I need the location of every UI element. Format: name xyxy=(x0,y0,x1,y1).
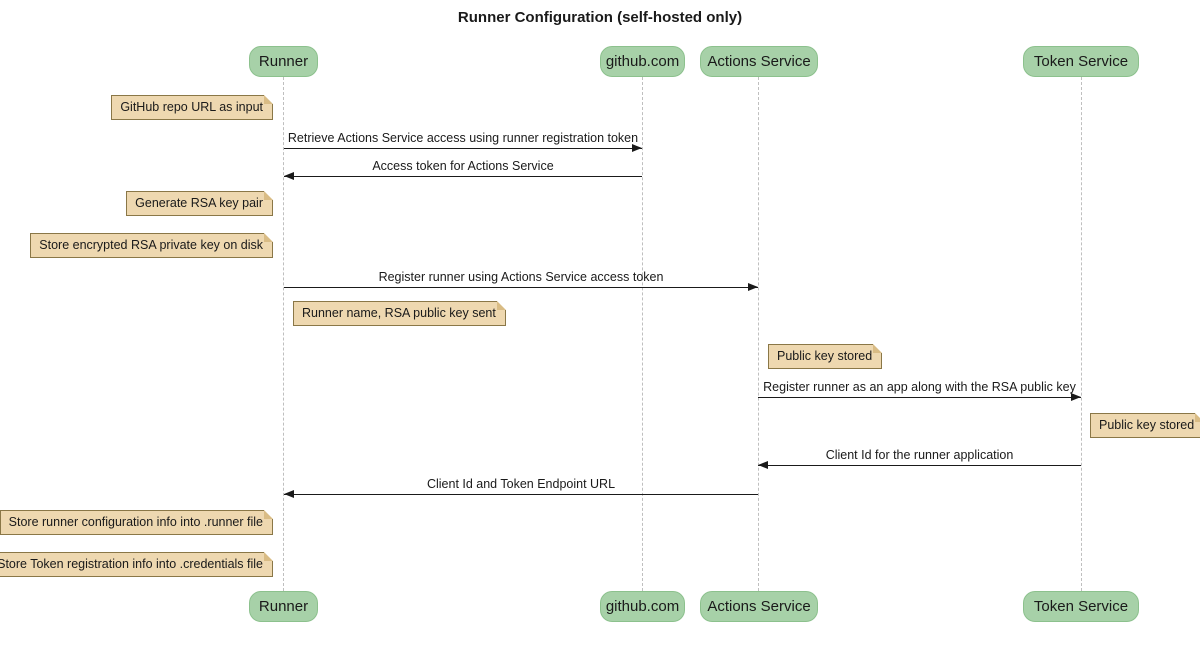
note-label: Runner name, RSA public key sent xyxy=(302,306,496,320)
lifeline-runner xyxy=(283,77,284,591)
note-label: Store encrypted RSA private key on disk xyxy=(39,238,263,252)
note-store-runner-config: Store runner configuration info into .ru… xyxy=(0,510,274,535)
message-line xyxy=(758,393,1081,401)
message-label: Client Id and Token Endpoint URL xyxy=(426,477,616,491)
participant-label: Actions Service xyxy=(707,598,811,615)
participant-label: Runner xyxy=(258,598,309,615)
arrowhead-left-icon xyxy=(284,490,294,498)
diagram-title: Runner Configuration (self-hosted only) xyxy=(457,9,743,26)
message-line xyxy=(284,283,758,291)
arrowhead-right-icon xyxy=(632,144,642,152)
message-register-runner: Register runner using Actions Service ac… xyxy=(284,270,758,291)
participant-github-bottom: github.com xyxy=(600,591,685,622)
lifeline-token-service xyxy=(1081,77,1082,591)
participant-runner-bottom: Runner xyxy=(249,591,318,622)
note-label: Store runner configuration info into .ru… xyxy=(8,515,263,529)
message-line xyxy=(284,490,758,498)
participant-token-service-bottom: Token Service xyxy=(1023,591,1139,622)
participant-runner-top: Runner xyxy=(249,46,318,77)
note-label: Generate RSA key pair xyxy=(135,196,263,210)
message-label: Register runner as an app along with the… xyxy=(763,380,1076,394)
message-label: Retrieve Actions Service access using ru… xyxy=(287,131,639,145)
participant-github-top: github.com xyxy=(600,46,685,77)
note-github-repo-url: GitHub repo URL as input xyxy=(111,95,273,120)
note-public-key-stored-actions: Public key stored xyxy=(768,344,883,369)
participant-label: Actions Service xyxy=(707,53,811,70)
message-access-token-response: Access token for Actions Service xyxy=(284,159,642,180)
note-generate-rsa-key-pair: Generate RSA key pair xyxy=(126,191,273,216)
message-label: Access token for Actions Service xyxy=(372,159,554,173)
note-label: Public key stored xyxy=(777,349,873,363)
arrowhead-right-icon xyxy=(748,283,758,291)
message-line xyxy=(758,461,1081,469)
note-store-encrypted-rsa-key: Store encrypted RSA private key on disk xyxy=(30,233,273,258)
note-store-token-registration: Store Token registration info into .cred… xyxy=(0,552,273,577)
message-client-id-endpoint: Client Id and Token Endpoint URL xyxy=(284,477,758,498)
message-line xyxy=(284,144,642,152)
note-label: GitHub repo URL as input xyxy=(120,100,263,114)
participant-label: Token Service xyxy=(1033,598,1129,615)
message-register-runner-app: Register runner as an app along with the… xyxy=(758,380,1081,401)
lifeline-actions-service xyxy=(758,77,759,591)
message-label: Register runner using Actions Service ac… xyxy=(378,270,664,284)
message-client-id-response: Client Id for the runner application xyxy=(758,448,1081,469)
note-label: Store Token registration info into .cred… xyxy=(0,557,263,571)
lifeline-github xyxy=(642,77,643,591)
arrowhead-right-icon xyxy=(1071,393,1081,401)
participant-label: Runner xyxy=(258,53,309,70)
message-retrieve-actions-access: Retrieve Actions Service access using ru… xyxy=(284,131,642,152)
note-label: Public key stored xyxy=(1099,418,1195,432)
arrowhead-left-icon xyxy=(758,461,768,469)
participant-actions-service-bottom: Actions Service xyxy=(700,591,818,622)
note-public-key-stored-token: Public key stored xyxy=(1090,413,1200,438)
participant-label: github.com xyxy=(605,53,680,70)
arrowhead-left-icon xyxy=(284,172,294,180)
participant-label: github.com xyxy=(605,598,680,615)
participant-label: Token Service xyxy=(1033,53,1129,70)
participant-actions-service-top: Actions Service xyxy=(700,46,818,77)
message-line xyxy=(284,172,642,180)
participant-token-service-top: Token Service xyxy=(1023,46,1139,77)
message-label: Client Id for the runner application xyxy=(825,448,1014,462)
note-runner-name-rsa-sent: Runner name, RSA public key sent xyxy=(293,301,506,326)
